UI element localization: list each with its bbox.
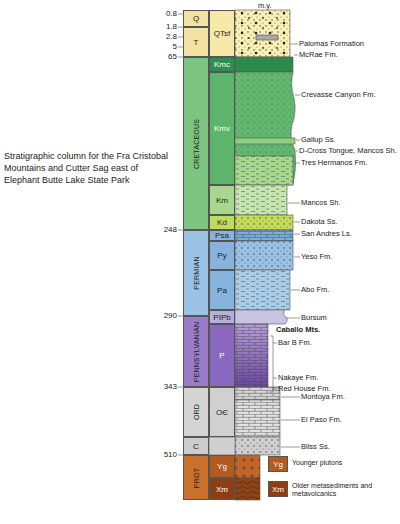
unit-box: Q (183, 10, 209, 27)
formation-name: Bursum (301, 313, 327, 322)
unit-box: QTsf (209, 10, 235, 57)
unit-symbol: Kmc (214, 60, 230, 69)
formation-name: Abo Fm. (301, 285, 329, 294)
unit-box: PIPb (209, 310, 235, 324)
swatch-symbol: Yg (273, 460, 283, 469)
unit-symbol: Xm (216, 485, 228, 494)
age-label: 2.8 (166, 32, 177, 41)
age-label: 5 (173, 42, 177, 51)
unit-box: OЄ (209, 387, 235, 437)
unit-box: P (209, 324, 235, 387)
unit-symbol: Q (193, 14, 199, 23)
formation-name: Yeso Fm. (301, 252, 332, 261)
period-band: CRETACEOUS (183, 57, 209, 230)
unit-symbol: C (193, 442, 199, 451)
unit-symbol: T (194, 38, 199, 47)
period-name: PENNSYLVANIAN (193, 321, 200, 381)
age-label: 510 (164, 450, 177, 459)
unit-box: Psa (209, 230, 235, 241)
period-name: PERMIAN (193, 256, 200, 289)
unit-symbol: Kmv (214, 124, 230, 133)
legend-swatch: Yg (268, 456, 288, 472)
unit-box: Yg (209, 455, 235, 478)
unit-symbol: QTsf (214, 29, 230, 38)
period-name: ORD (193, 404, 200, 420)
column-title: Stratigraphic column for the Fra Cristob… (4, 150, 174, 186)
formation-name: Tres Hermanos Fm. (301, 158, 367, 167)
formation-name: Montoya Fm. (301, 392, 345, 401)
unit-box: Py (209, 241, 235, 270)
age-label: 1.8 (166, 22, 177, 31)
unit-box: Pa (209, 270, 235, 310)
period-band: ORD (183, 387, 209, 437)
unit-symbol: P (219, 351, 224, 360)
formation-name: Palomas Formation (299, 39, 364, 48)
formation-name: Red House Fm. (278, 384, 331, 393)
legend-swatch: Xm (268, 481, 288, 497)
formation-name: Caballo Mts. (276, 325, 320, 334)
period-band: PENNSYLVANIAN (183, 316, 209, 387)
formation-name: Gallup Ss. (301, 135, 336, 144)
formation-name: D-Cross Tongue, Mancos Sh. (299, 146, 397, 155)
formation-name: McRae Fm. (299, 50, 338, 59)
formation-name: Nakaye Fm. (278, 373, 318, 382)
age-label: 0.8 (166, 9, 177, 18)
formation-name: Crevasse Canyon Fm. (301, 90, 376, 99)
unit-symbol: Pa (217, 286, 227, 295)
formation-name: San Andres Ls. (301, 229, 352, 238)
age-label: 65 (168, 52, 177, 61)
unit-symbol: Yg (217, 462, 227, 471)
period-name: CRETACEOUS (193, 118, 200, 168)
formation-name: Bliss Ss. (301, 442, 330, 451)
swatch-symbol: Xm (272, 485, 284, 494)
formation-name: Dakota Ss. (301, 217, 338, 226)
unit-box: T (183, 27, 209, 57)
unit-symbol: Km (216, 196, 228, 205)
unit-symbol: Kd (217, 218, 227, 227)
formation-name: Bar B Fm. (278, 338, 312, 347)
unit-symbol: PIPb (213, 313, 230, 322)
period-band: PERMIAN (183, 230, 209, 316)
legend-text: Older metasediments and metavolcanics (292, 482, 398, 498)
unit-box: Km (209, 185, 235, 215)
formation-name: Mancos Sh. (301, 198, 341, 207)
age-label: 248 (164, 225, 177, 234)
period-band: PROT (183, 455, 209, 500)
unit-symbol: OЄ (216, 408, 228, 417)
unit-box: Kmv (209, 72, 235, 185)
axis-unit: m.y. (258, 1, 272, 10)
period-name: PROT (193, 467, 200, 487)
age-label: 290 (164, 311, 177, 320)
unit-symbol: Psa (215, 231, 229, 240)
age-label: 343 (164, 382, 177, 391)
unit-symbol: Py (217, 251, 226, 260)
unit-box: Kd (209, 215, 235, 230)
formation-name: El Paso Fm. (301, 415, 342, 424)
legend-text: Younger plutons (292, 459, 398, 467)
unit-box: Xm (209, 478, 235, 500)
unit-box: C (183, 437, 209, 455)
unit-box: Kmc (209, 57, 235, 72)
